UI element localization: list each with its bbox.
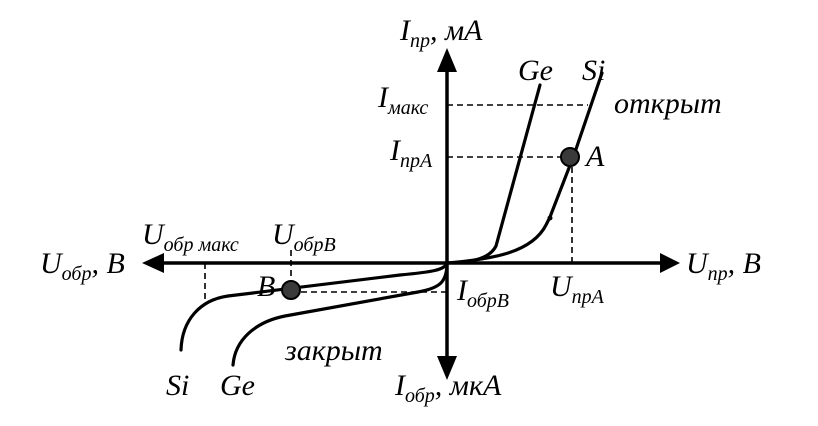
x-axis-arrow-right: [660, 253, 680, 273]
i-obr-b-label: IобрВ: [456, 274, 509, 312]
i-max-label: Iмакс: [377, 81, 428, 119]
x-axis-positive-label: Uпр, В: [686, 247, 761, 285]
u-obr-max-label: Uобр макс: [142, 218, 239, 256]
y-axis-arrow-down: [437, 356, 457, 380]
ge-forward-label: Ge: [518, 54, 553, 87]
u-pr-a-label: UпрА: [550, 270, 605, 308]
point-b-marker: [281, 280, 301, 300]
y-axis-negative-label: Iобр, мкА: [394, 369, 502, 407]
point-a-marker: [560, 147, 580, 167]
point-a-label: A: [584, 140, 605, 173]
x-axis-negative-label: Uобр, В: [40, 247, 125, 285]
point-b-label: B: [257, 270, 275, 303]
y-axis-arrow-up: [437, 48, 457, 72]
si-reverse-curve: [179, 261, 449, 352]
x-axis-arrow-left: [142, 253, 164, 273]
si-forward-label: Si: [582, 54, 605, 87]
si-curve-small-dot: [547, 215, 553, 221]
si-reverse-label: Si: [166, 369, 189, 402]
ge-forward-curve: [445, 83, 542, 265]
si-forward-curve: [445, 71, 604, 265]
u-obr-b-label: UобрВ: [272, 218, 336, 256]
ge-reverse-curve: [231, 261, 449, 367]
open-state-label: открыт: [614, 87, 722, 120]
closed-state-label: закрыт: [284, 334, 383, 367]
i-pr-a-label: IпрА: [389, 134, 433, 172]
y-axis-positive-label: Iпр, мА: [399, 14, 483, 52]
ge-reverse-label: Ge: [220, 369, 255, 402]
